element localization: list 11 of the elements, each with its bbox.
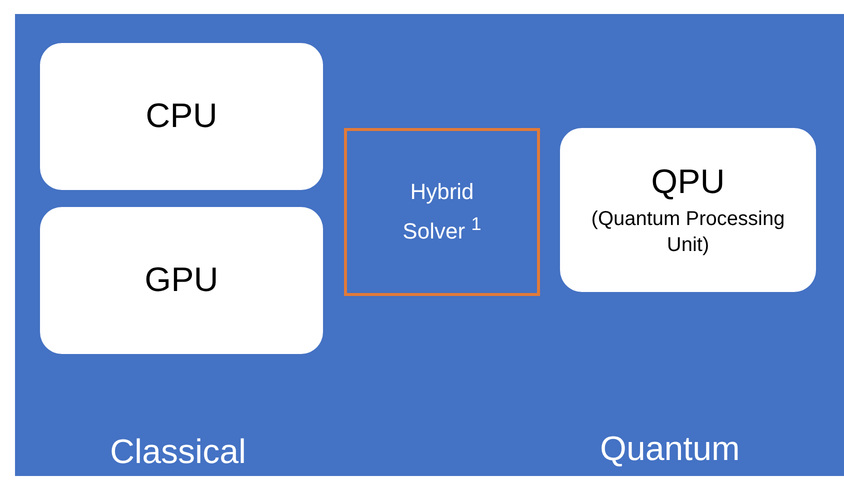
section-label: Quantum <box>600 430 740 469</box>
box-title: CPU <box>146 97 218 136</box>
box-title: GPU <box>144 261 218 300</box>
box-title: QPU <box>651 162 725 202</box>
box-title: Hybrid Solver $^{1}$ <box>402 178 482 246</box>
rounded-box <box>40 43 323 190</box>
rounded-box <box>40 207 323 354</box>
outlined-box <box>344 128 540 296</box>
rounded-box <box>560 128 816 292</box>
box-subtitle: (Quantum Processing Unit) <box>590 206 786 258</box>
section-label: Classical <box>110 433 246 472</box>
